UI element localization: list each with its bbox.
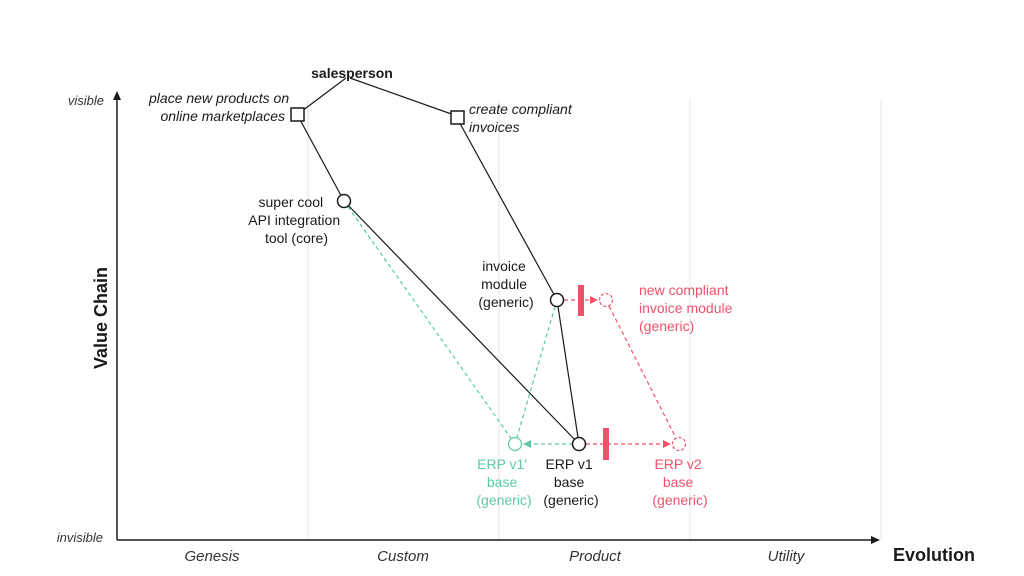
- erp-v1-prime-line-2: base: [487, 474, 518, 490]
- link-place-api: [297, 115, 345, 202]
- green-links: [343, 200, 573, 448]
- erp-v1-line-3: (generic): [543, 492, 598, 508]
- invoice-module-line-2: module: [481, 276, 527, 292]
- node-erp-v1-label: ERP v1 base (generic): [543, 456, 598, 508]
- stage-custom: Custom: [377, 548, 429, 565]
- node-new-invoice-module: [598, 292, 614, 308]
- node-invoice-module: [549, 292, 565, 308]
- invoice-module-line-1: invoice: [482, 258, 526, 274]
- link-api-erp-prime: [343, 200, 516, 445]
- create-invoices-line-1: create compliant: [469, 101, 573, 117]
- new-invoice-module-line-3: (generic): [639, 318, 694, 334]
- link-invoices-module: [456, 117, 558, 301]
- erp-v1-prime-line-1: ERP v1': [477, 456, 527, 472]
- stage-product: Product: [569, 548, 622, 565]
- link-module-erp: [556, 299, 580, 445]
- api-tool-line-3: tool (core): [265, 230, 328, 246]
- stage-utility: Utility: [768, 548, 806, 565]
- new-invoice-module-line-1: new compliant: [639, 282, 729, 298]
- node-invoice-module-label: invoice module (generic): [478, 258, 533, 310]
- erp-v2-line-2: base: [663, 474, 694, 490]
- node-erp-v2-label: ERP v2 base (generic): [652, 456, 707, 508]
- y-axis-top-label: visible: [68, 93, 104, 108]
- erp-v1-line-1: ERP v1: [545, 456, 592, 472]
- erp-v1-line-2: base: [554, 474, 585, 490]
- node-create-invoices: [450, 110, 465, 125]
- node-create-invoices-label: create compliant invoices: [469, 101, 576, 135]
- place-products-line-1: place new products on: [148, 90, 289, 106]
- node-place-products-label: place new products on online marketplace…: [148, 90, 293, 124]
- create-invoices-line-2: invoices: [469, 119, 520, 135]
- y-axis-label: Value Chain: [91, 267, 111, 369]
- erp-v1-prime-line-3: (generic): [476, 492, 531, 508]
- link-salesperson-invoices: [349, 77, 458, 117]
- inertia-bar-erp: [603, 428, 609, 460]
- node-api-tool-label: super cool API integration tool (core): [248, 194, 344, 246]
- link-salesperson-place: [297, 77, 347, 115]
- erp-v2-line-1: ERP v2: [654, 456, 701, 472]
- link-module-erp-prime: [514, 299, 558, 445]
- node-erp-v1-prime-label: ERP v1' base (generic): [476, 456, 531, 508]
- node-salesperson-label: salesperson: [311, 65, 393, 81]
- api-tool-line-2: API integration: [248, 212, 340, 228]
- invoice-module-line-3: (generic): [478, 294, 533, 310]
- place-products-line-2: online marketplaces: [160, 108, 285, 124]
- node-api-tool: [336, 193, 352, 209]
- node-place-products: [290, 107, 305, 122]
- node-erp-v2: [671, 436, 687, 452]
- stage-genesis: Genesis: [184, 548, 240, 565]
- x-axis-label: Evolution: [893, 545, 975, 565]
- erp-v2-line-3: (generic): [652, 492, 707, 508]
- y-axis-bottom-label: invisible: [57, 530, 103, 545]
- node-erp-v1: [571, 436, 587, 452]
- node-new-invoice-module-label: new compliant invoice module (generic): [639, 282, 736, 334]
- inertia-bar-invoice-module: [578, 285, 584, 316]
- dependency-links: [297, 77, 580, 445]
- link-api-erp: [343, 200, 580, 445]
- link-new-module-erp-v2: [605, 299, 680, 445]
- node-erp-v1-prime: [507, 436, 523, 452]
- api-tool-line-1: super cool: [259, 194, 324, 210]
- stage-gridlines: [307, 100, 882, 540]
- new-invoice-module-line-2: invoice module: [639, 300, 733, 316]
